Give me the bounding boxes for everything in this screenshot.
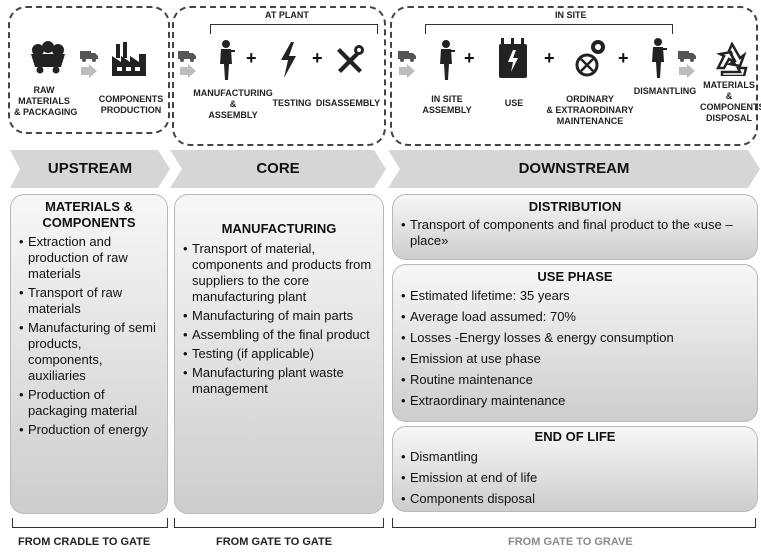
list-item: Manufacturing plant waste management [183,365,375,397]
truck-icon [678,51,696,62]
list-item: Testing (if applicable) [183,346,375,362]
list-item: Manufacturing of semi products, componen… [19,320,159,384]
core-top-bracket [210,24,378,34]
ore-cart-icon [31,41,65,74]
list-item: Production of packaging material [19,387,159,419]
list-item: Assembling of the final product [183,327,375,343]
list-item: Extraordinary maintenance [401,393,749,408]
upstream-footer: FROM CRADLE TO GATE [18,536,151,548]
arrow-icon [679,64,695,78]
arrow-icon [180,64,196,78]
distribution-title: DISTRIBUTION [528,199,622,214]
manufacturing-list: Transport of material, components and pr… [183,241,375,397]
dismantling-caption: DISMANTLING [633,86,697,96]
list-item: Average load assumed: 70% [401,309,749,324]
list-item: Manufacturing of main parts [183,308,375,324]
downstream-label: DOWNSTREAM [518,160,630,177]
core-bottom-bracket [174,518,384,528]
core-top-label: AT PLANT [262,10,312,20]
list-item: Production of energy [19,422,159,438]
downstream-top-bracket [425,24,673,34]
factory-icon [112,42,146,76]
downstream-bottom-bracket [392,518,756,528]
manufacturing-title: MANUFACTURING [221,221,337,236]
end-of-life-title: END OF LIFE [534,429,616,444]
in-site-assembly-caption: IN SITE ASSEMBLY [422,94,472,115]
truck-icon [178,51,196,62]
plus-icon: + [618,48,629,68]
core-footer: FROM GATE TO GATE [216,536,333,548]
list-item: Transport of components and final produc… [401,217,749,249]
end-of-life-list: Dismantling Emission at end of life Comp… [401,449,749,506]
manufacturing-assembly-caption: MANUFACTURING & ASSEMBLY [193,88,273,120]
raw-materials-caption: RAW MATERIALS & PACKAGING [14,85,78,117]
plus-icon: + [464,48,475,68]
recycle-icon [715,42,748,76]
arrow-icon [399,64,415,78]
core-chevron [170,150,386,188]
downstream-footer: FROM GATE TO GRAVE [508,536,633,548]
use-phase-list: Estimated lifetime: 35 years Average loa… [401,288,749,408]
worker-icon [220,40,235,80]
list-item: Dismantling [401,449,749,464]
materials-components-title: MATERIALS & COMPONENTS [42,199,136,230]
list-item: Extraction and production of raw materia… [19,234,159,282]
disassembly-caption: DISASSEMBLY [315,98,381,108]
materials-components-list: Extraction and production of raw materia… [19,234,159,438]
core-label: CORE [256,160,300,177]
lightning-icon [281,42,296,78]
transformer-icon [499,38,527,78]
worker-icon [652,38,667,78]
gear-wrench-icon [575,40,605,77]
maintenance-caption: ORDINARY & EXTRAORDINARY MAINTENANCE [546,94,634,126]
upstream-bottom-bracket [12,518,168,528]
distribution-list: Transport of components and final produc… [401,217,749,249]
list-item: Components disposal [401,491,749,506]
disposal-caption: MATERIALS & COMPONENTS DISPOSAL [700,80,761,123]
downstream-chevron [388,150,760,188]
materials-components-box: MATERIALS & COMPONENTS Extraction and pr… [10,194,168,514]
list-item: Emission at use phase [401,351,749,366]
list-item: Losses -Energy losses & energy consumpti… [401,330,749,345]
list-item: Estimated lifetime: 35 years [401,288,749,303]
list-item: Emission at end of life [401,470,749,485]
distribution-box: DISTRIBUTION Transport of components and… [392,194,758,260]
plus-icon: + [246,48,257,68]
manufacturing-box: MANUFACTURING Transport of material, com… [174,194,384,514]
list-item: Transport of material, components and pr… [183,241,375,305]
plus-icon: + [312,48,323,68]
end-of-life-box: END OF LIFE Dismantling Emission at end … [392,426,758,512]
upstream-chevron [10,150,170,188]
use-caption: USE [504,98,524,108]
worker-icon [440,40,455,80]
upstream-label: UPSTREAM [47,160,133,177]
core-stage-group [172,6,386,146]
downstream-top-label: IN SITE [552,10,590,20]
truck-icon [80,51,98,62]
upstream-stage-group [8,6,170,134]
truck-icon [398,51,416,62]
list-item: Transport of raw materials [19,285,159,317]
use-phase-title: USE PHASE [537,269,613,284]
arrow-icon [81,64,97,78]
components-production-caption: COMPONENTS PRODUCTION [98,94,164,115]
use-phase-box: USE PHASE Estimated lifetime: 35 years A… [392,264,758,422]
plus-icon: + [544,48,555,68]
testing-caption: TESTING [272,98,312,108]
downstream-stage-group [390,6,758,146]
list-item: Routine maintenance [401,372,749,387]
tools-icon [337,45,364,73]
